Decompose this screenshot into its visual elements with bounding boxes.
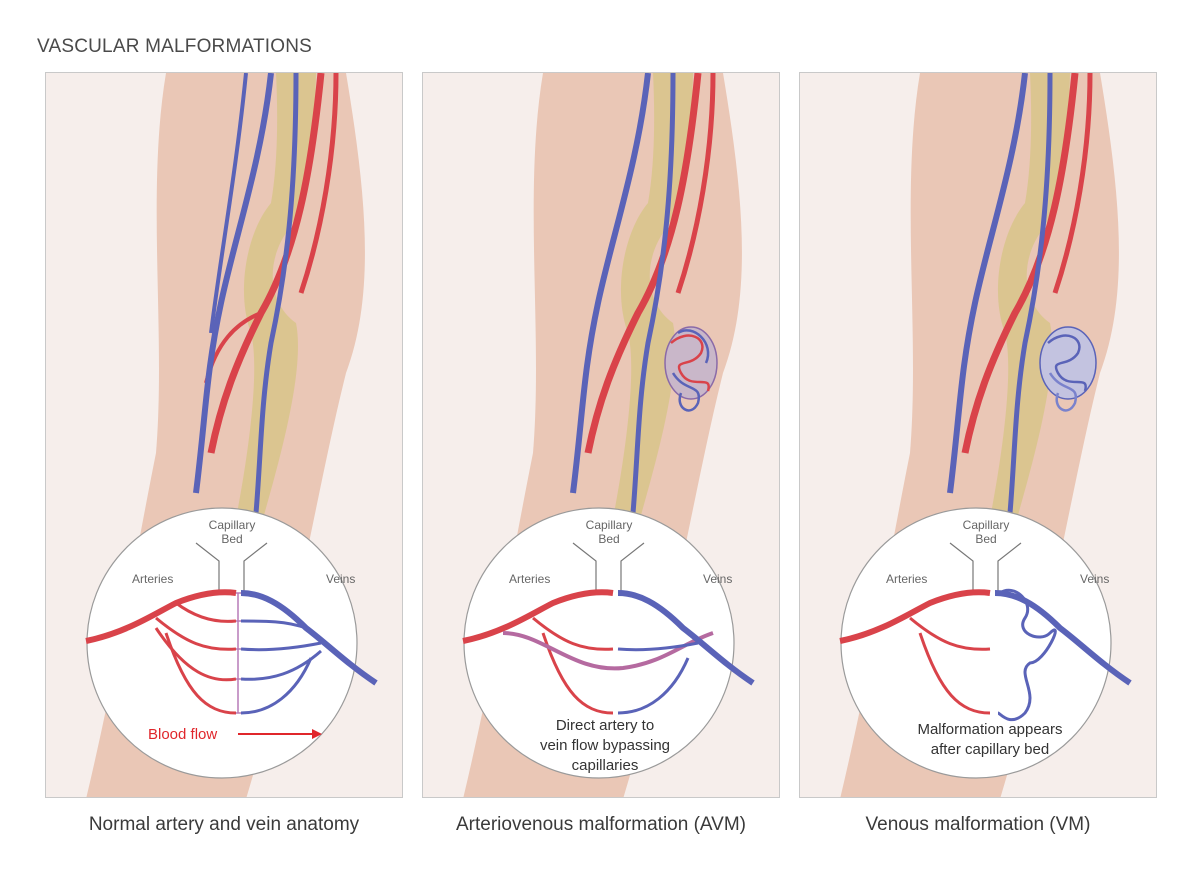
vm-note-line2: after capillary bed: [931, 741, 1049, 758]
vein-vessel: [193, 73, 274, 494]
vein-vessel: [617, 641, 699, 652]
artery-vessel: [85, 589, 237, 644]
artery-vessel: [207, 73, 325, 454]
artery-vessel: [164, 632, 237, 715]
artery-vessel: [1052, 73, 1093, 294]
caption-vm: Venous malformation (VM): [865, 814, 1091, 835]
avm-note-line1: Direct artery to: [556, 717, 654, 734]
capillary-label-line2: Bed: [975, 532, 996, 546]
vm-malformed-vein: [997, 588, 1057, 722]
capillary-label-line1: Capillary: [586, 518, 633, 532]
artery-vessel: [155, 616, 237, 651]
vein-vessel: [209, 73, 248, 334]
vein-vessel: [253, 73, 299, 514]
blood-flow-label: Blood flow: [148, 726, 217, 743]
blood-flow-arrow-icon: [312, 729, 322, 739]
vein-vessel: [630, 73, 676, 514]
vm-note-line1: Malformation appears: [917, 721, 1062, 738]
capillary-label-line2: Bed: [598, 532, 619, 546]
vm-illustration: Capillary Bed Arteries Veins Malformatio…: [839, 73, 1132, 797]
capillary-mesh: [236, 592, 241, 714]
artery-vessel: [839, 589, 991, 644]
artery-vessel: [532, 616, 614, 651]
arteries-label: Arteries: [509, 572, 550, 586]
capillary-bracket: [195, 542, 268, 593]
page-title: VASCULAR MALFORMATIONS: [37, 36, 313, 57]
artery-vessel: [175, 601, 237, 623]
bone-shape: [231, 73, 316, 543]
avm-illustration: Capillary Bed Arteries Veins Direct arte…: [462, 73, 755, 797]
bone-shape: [608, 73, 693, 543]
capillary-label-line1: Capillary: [209, 518, 256, 532]
artery-vessel: [961, 73, 1079, 454]
vein-vessel: [240, 657, 313, 715]
vein-vessel: [994, 590, 1132, 686]
panel-vm: Capillary Bed Arteries Veins Malformatio…: [799, 72, 1157, 798]
veins-label: Veins: [326, 572, 355, 586]
vein-vessel: [240, 649, 322, 681]
panel-normal: Capillary Bed Arteries Veins Blood flow: [45, 72, 403, 798]
capillary-bracket: [949, 542, 1022, 593]
capillary-label-line1: Capillary: [963, 518, 1010, 532]
vein-vessel: [570, 73, 651, 494]
artery-vessel: [675, 73, 716, 294]
capillary-bracket: [572, 542, 645, 593]
vein-vessel: [1007, 73, 1053, 514]
bone-shape: [985, 73, 1070, 543]
capillary-label-line2: Bed: [221, 532, 242, 546]
artery-vessel: [298, 73, 339, 294]
artery-vessel: [154, 627, 237, 682]
veins-label: Veins: [1080, 572, 1109, 586]
vein-vessel: [240, 590, 378, 686]
artery-vessel: [584, 73, 702, 454]
avm-tangle: [664, 326, 718, 412]
veins-label: Veins: [703, 572, 732, 586]
caption-normal: Normal artery and vein anatomy: [88, 814, 360, 835]
vein-vessel: [617, 590, 755, 686]
vein-vessel: [947, 73, 1028, 494]
artery-vessel: [918, 632, 991, 715]
vein-vessel: [617, 657, 690, 715]
artery-vessel: [462, 589, 614, 644]
artery-vessel: [541, 632, 614, 715]
caption-avm: Arteriovenous malformation (AVM): [455, 814, 747, 835]
avm-note-line3: capillaries: [572, 757, 639, 774]
vm-tangle: [1039, 326, 1097, 412]
vein-vessel: [240, 641, 322, 652]
normal-illustration: Capillary Bed Arteries Veins Blood flow: [85, 73, 378, 797]
artery-vessel: [909, 616, 991, 651]
vein-vessel: [240, 619, 307, 630]
avm-note-line2: vein flow bypassing: [540, 737, 670, 754]
arteries-label: Arteries: [886, 572, 927, 586]
panel-avm: Capillary Bed Arteries Veins Direct arte…: [422, 72, 780, 798]
arteries-label: Arteries: [132, 572, 173, 586]
